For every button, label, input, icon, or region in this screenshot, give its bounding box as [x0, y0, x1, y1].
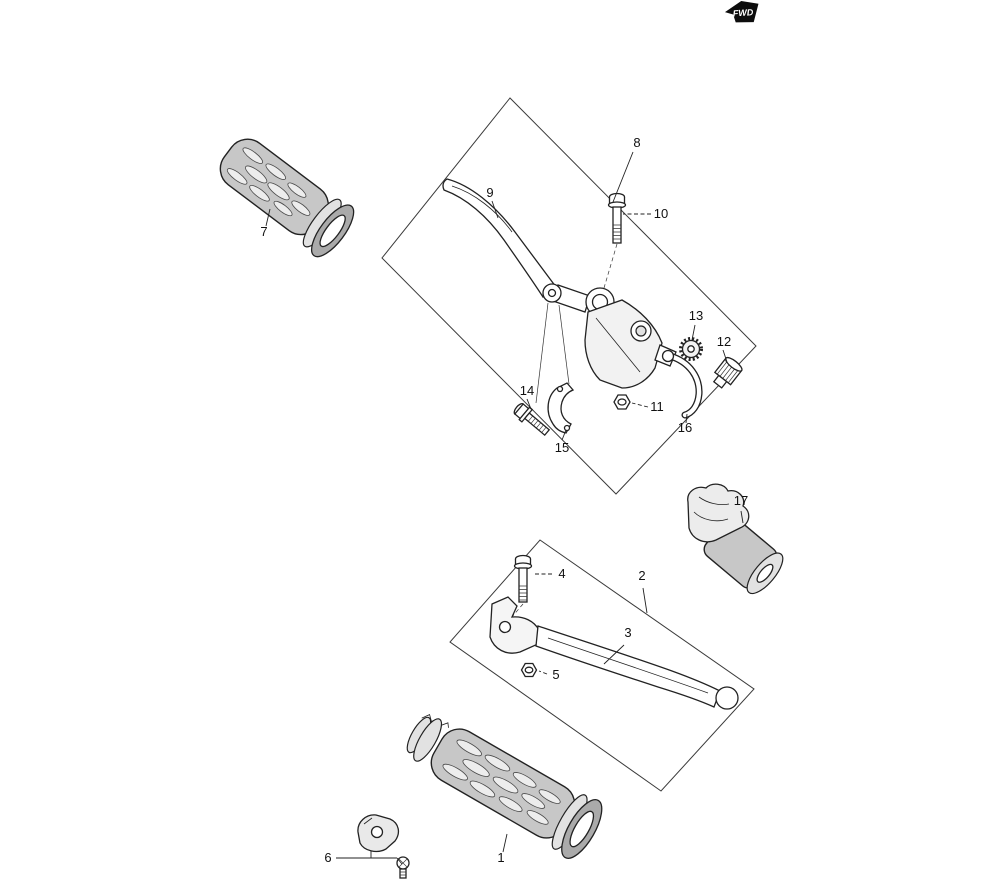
leader-1 [502, 833, 508, 853]
part-labels: 1 2 3 4 5 6 7 8 9 10 11 12 13 14 15 16 1… [260, 135, 748, 865]
leader-12 [722, 349, 728, 363]
lever-perch [489, 596, 540, 654]
leader-2 [642, 587, 648, 614]
leader-15 [561, 429, 567, 441]
part-label-2: 2 [638, 568, 645, 583]
perch-lever-blob [687, 483, 750, 543]
part-label-4: 4 [558, 566, 565, 581]
part-label-3: 3 [624, 625, 631, 640]
bracket-screw [396, 856, 410, 879]
part-14-bolt [513, 403, 551, 437]
grip-open-end-inner [569, 810, 595, 848]
part-label-10: 10 [654, 206, 668, 221]
leader-lines [265, 151, 744, 853]
part-label-11: 11 [650, 399, 664, 414]
fwd-arrow-shape [724, 0, 759, 23]
grip-open-end-inner [319, 214, 346, 248]
fwd-label: FWD [732, 7, 754, 18]
throttle-flange [413, 718, 443, 762]
lower-assembly-box [449, 539, 755, 792]
part-5-nut [520, 662, 538, 678]
leader-11 [631, 402, 649, 408]
part-17-switch-housing [687, 483, 784, 595]
leader-3 [603, 644, 625, 665]
part-10-bolt [607, 192, 627, 244]
part-label-15: 15 [555, 440, 569, 455]
part-4-bolt [513, 554, 533, 603]
part-label-16: 16 [678, 420, 692, 435]
leader-9 [491, 200, 499, 219]
upper-assembly-box [381, 97, 757, 495]
part-label-6: 6 [324, 850, 331, 865]
upper-assembly [442, 178, 743, 437]
lever-ball-end [715, 686, 739, 710]
leader-14 [526, 398, 532, 410]
part-label-9: 9 [486, 185, 493, 200]
lower-assembly [489, 554, 739, 710]
projection-line [535, 302, 549, 404]
part-label-5: 5 [552, 667, 559, 682]
part-6-bracket-and-screw [336, 814, 410, 879]
part-9-brake-lever [442, 178, 591, 313]
hose-banjo-eye [661, 349, 675, 363]
part-3-brake-lever [489, 596, 739, 710]
perch-pivot-hole [498, 620, 512, 634]
bracket-hole [370, 825, 384, 839]
leader-8 [612, 151, 634, 203]
bracket-line [336, 851, 403, 865]
leader-13 [691, 324, 696, 341]
master-cylinder-body [584, 287, 677, 389]
lever-blade [535, 625, 721, 708]
leader-5 [538, 670, 548, 675]
projection-line [558, 304, 570, 385]
part-label-13: 13 [689, 308, 703, 323]
leader-7 [265, 208, 271, 227]
bolt-axis-line [603, 243, 618, 289]
grip-dimples [226, 147, 311, 217]
part-7-left-grip [219, 138, 355, 258]
part-label-1: 1 [497, 850, 504, 865]
part-16-hose [661, 349, 703, 419]
leader-16 [685, 413, 688, 424]
part-label-17: 17 [734, 493, 748, 508]
part-label-12: 12 [717, 334, 731, 349]
grip-dimples [442, 739, 561, 825]
cylinder-housing [584, 299, 663, 389]
part-1-throttle-grip [406, 714, 603, 859]
part-label-14: 14 [520, 383, 534, 398]
part-label-7: 7 [260, 224, 267, 239]
leader-17 [740, 510, 744, 524]
fwd-badge: FWD [724, 0, 759, 23]
part-15-clamp [547, 382, 575, 434]
part-11-nut [613, 394, 631, 410]
part-label-8: 8 [633, 135, 640, 150]
part-13-adjuster-wheel [679, 337, 703, 361]
housing-end-hole [756, 563, 774, 583]
